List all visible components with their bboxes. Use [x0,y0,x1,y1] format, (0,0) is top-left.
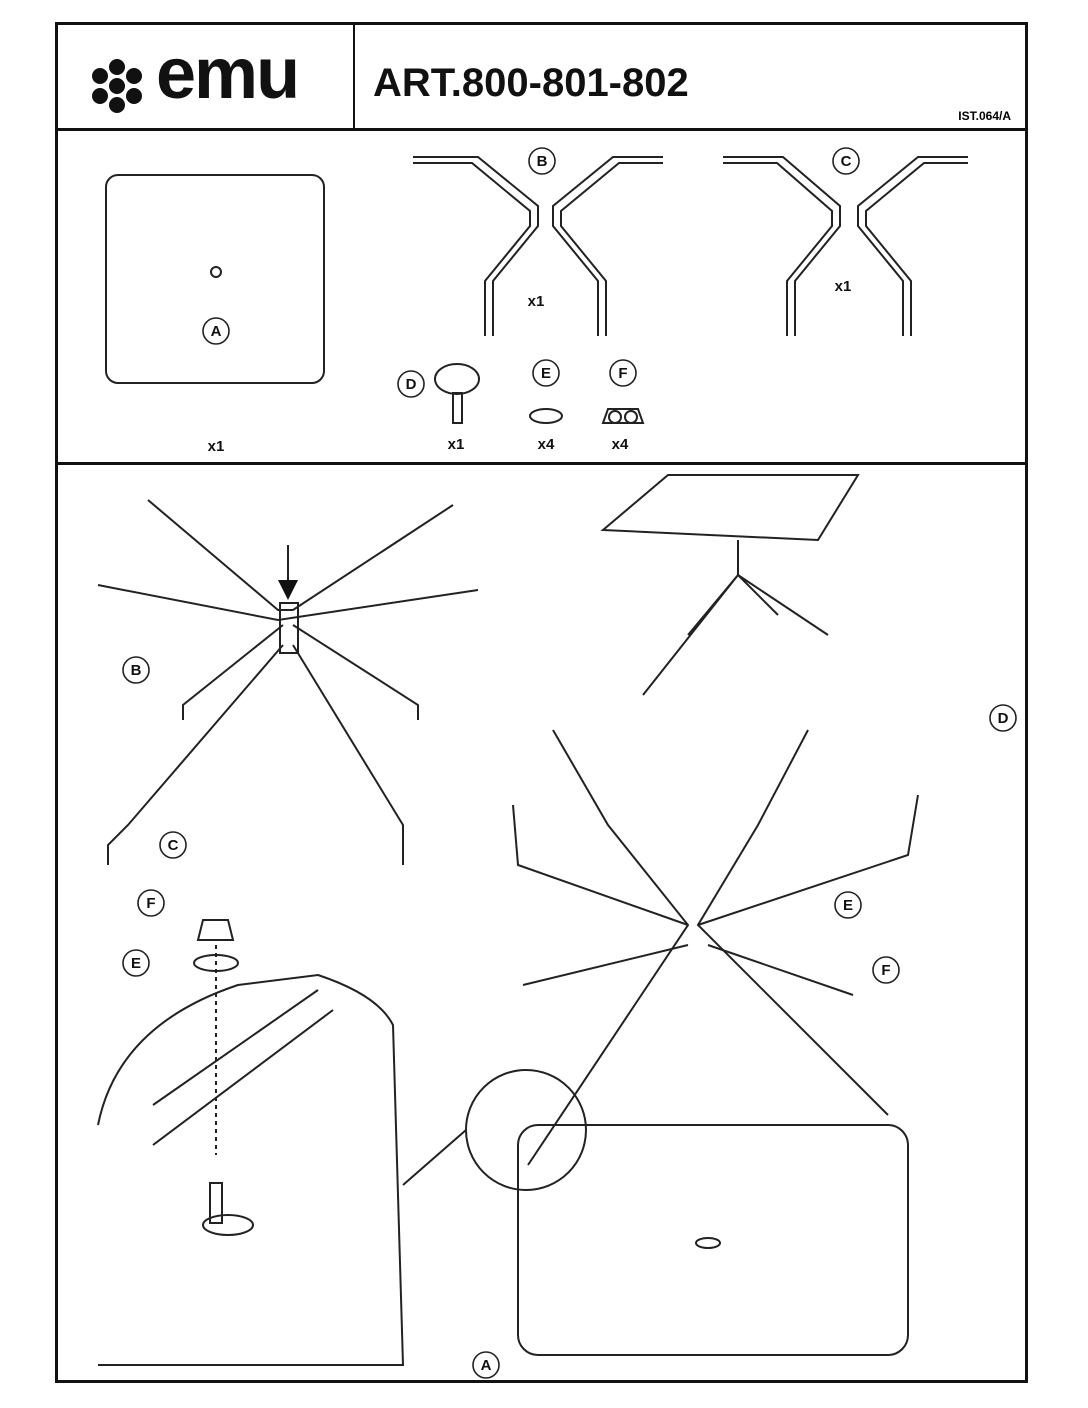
logo: emu [58,25,355,128]
svg-text:x4: x4 [538,436,555,453]
svg-text:C: C [841,153,852,170]
svg-text:x4: x4 [612,436,629,453]
header: emu ART.800-801-802 IST.064/A [58,25,1025,131]
part-d-bolt: D x1 [397,363,480,453]
detail-corner-view: F E [97,889,405,1366]
part-f-nut: F x4 [601,359,645,453]
parts-list: A x1 B x1 C x1 D [58,131,1025,465]
part-e-washer: E x4 [529,359,563,453]
part-b: B x1 [413,147,663,336]
svg-text:A: A [481,1357,492,1374]
svg-text:F: F [146,895,155,912]
svg-text:x1: x1 [835,278,852,295]
svg-text:D: D [406,376,417,393]
brand-name: emu [156,34,300,114]
svg-text:B: B [537,153,548,170]
parts-diagram: A x1 B x1 C x1 D [105,147,968,455]
svg-text:B: B [131,662,142,679]
part-c: C x1 [723,147,968,336]
svg-text:E: E [131,955,141,972]
svg-text:C: C [168,837,179,854]
svg-text:x1: x1 [528,293,545,310]
svg-text:A: A [211,323,222,340]
step-leg-joining: B C [97,499,479,865]
step-frame-assembly: D E F A [402,704,1017,1379]
svg-text:F: F [618,365,627,382]
svg-text:x1: x1 [448,436,465,453]
assembly-diagram: B C D E F A [97,474,1017,1379]
flower-logo-icon [92,59,142,113]
svg-text:x1: x1 [208,438,225,455]
svg-text:E: E [541,365,551,382]
part-a: A x1 [105,174,325,455]
document-code: IST.064/A [958,109,1011,123]
article-title: ART.800-801-802 [373,61,689,105]
finished-table [600,474,860,696]
svg-text:F: F [881,962,890,979]
svg-text:E: E [843,897,853,914]
instruction-sheet: emu ART.800-801-802 IST.064/A A x1 B x1 [55,22,1028,1383]
svg-text:D: D [998,710,1009,727]
